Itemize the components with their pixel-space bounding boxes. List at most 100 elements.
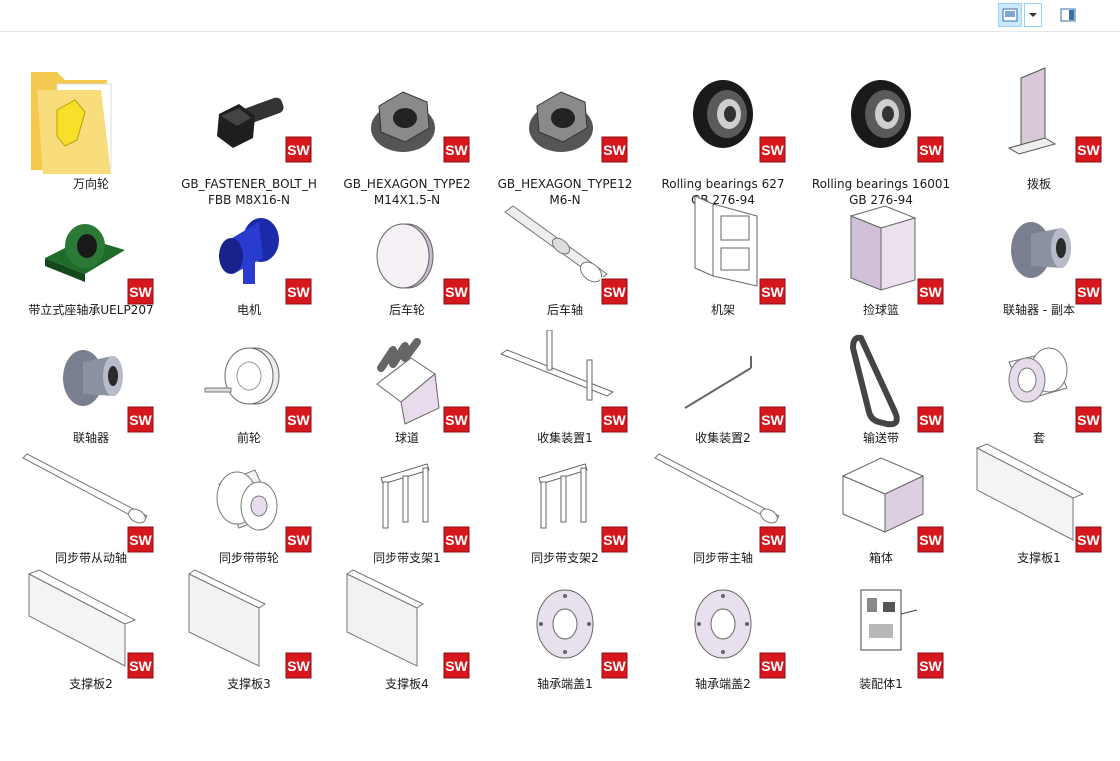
bolt-icon (171, 44, 327, 162)
solidworks-badge-icon: SW (915, 134, 945, 164)
long-shaft-icon (13, 434, 169, 552)
file-item[interactable]: SW 同步带支架2 (487, 434, 643, 584)
solidworks-badge-icon: SW (757, 276, 787, 306)
file-item[interactable]: SW 后车轮 (329, 186, 485, 336)
solidworks-badge-icon: SW (441, 650, 471, 680)
view-options-dropdown[interactable] (1024, 3, 1042, 27)
box-icon (803, 186, 959, 304)
file-name: 前轮 (236, 431, 261, 445)
file-name: 输送带 (862, 431, 899, 445)
file-item[interactable]: SW 支撑板3 (171, 560, 327, 710)
solidworks-badge-icon: SW (1073, 524, 1103, 554)
file-item[interactable]: SW 后车轴 (487, 186, 643, 336)
file-item[interactable]: SW 带立式座轴承UELP207 (13, 186, 169, 336)
panel-upright-icon (171, 560, 327, 678)
file-item[interactable]: SW 支撑板2 (13, 560, 169, 710)
file-item[interactable]: SW 箱体 (803, 434, 959, 584)
file-name: 轴承端盖2 (695, 677, 751, 691)
solidworks-badge-icon: SW (757, 650, 787, 680)
rod-icon (645, 314, 801, 432)
panel-icon (961, 434, 1117, 552)
solidworks-badge-icon: SW (915, 404, 945, 434)
file-name: 后车轮 (388, 303, 425, 317)
file-name-line2: M6-N (549, 193, 581, 207)
file-item[interactable]: SW 收集装置1 (487, 314, 643, 464)
file-item[interactable]: SW 前轮 (171, 314, 327, 464)
file-name: 同步带支架2 (531, 551, 599, 565)
disc-icon (329, 186, 485, 304)
file-name: 联轴器 (72, 431, 109, 445)
file-item[interactable]: SW 支撑板4 (329, 560, 485, 710)
solidworks-badge-icon: SW (441, 134, 471, 164)
solidworks-badge-icon: SW (915, 276, 945, 306)
wheel-icon (171, 314, 327, 432)
file-name: 收集装置2 (695, 431, 751, 445)
file-name: 支撑板4 (385, 677, 429, 691)
svg-text:SW: SW (287, 532, 310, 548)
file-item[interactable]: SW 捡球篮 (803, 186, 959, 336)
svg-text:SW: SW (129, 532, 152, 548)
solidworks-badge-icon: SW (441, 524, 471, 554)
bearing-icon (645, 44, 801, 162)
svg-text:SW: SW (761, 142, 784, 158)
file-item[interactable]: SW 输送带 (803, 314, 959, 464)
file-name: 联轴器 - 副本 (1003, 303, 1075, 317)
long-shaft-icon (645, 434, 801, 552)
file-item[interactable]: SW 拨板 (961, 44, 1117, 194)
svg-text:SW: SW (603, 532, 626, 548)
details-pane-button[interactable] (1056, 3, 1080, 27)
toolbar (0, 0, 1120, 32)
svg-text:SW: SW (761, 284, 784, 300)
svg-text:SW: SW (603, 142, 626, 158)
file-item[interactable]: SW 机架 (645, 186, 801, 336)
panel-upright-icon (329, 560, 485, 678)
file-item[interactable]: SW 轴承端盖1 (487, 560, 643, 710)
file-item[interactable]: SW 同步带从动轴 (13, 434, 169, 584)
file-item[interactable]: SW 联轴器 - 副本 (961, 186, 1117, 336)
svg-text:SW: SW (445, 658, 468, 674)
flange-icon (487, 560, 643, 678)
file-item[interactable]: SW 套 (961, 314, 1117, 464)
file-item[interactable]: SW 电机 (171, 186, 327, 336)
file-item[interactable]: SW 同步带主轴 (645, 434, 801, 584)
svg-text:SW: SW (919, 412, 942, 428)
file-item[interactable]: SW 支撑板1 (961, 434, 1117, 584)
file-name: Rolling bearings 627 (661, 177, 785, 191)
file-item[interactable]: SW 球道 (329, 314, 485, 464)
svg-text:SW: SW (603, 412, 626, 428)
file-name: 后车轴 (546, 303, 583, 317)
svg-text:SW: SW (129, 658, 152, 674)
file-item[interactable]: 万向轮 (13, 44, 169, 194)
file-item[interactable]: SW 收集装置2 (645, 314, 801, 464)
file-item[interactable]: SW 联轴器 (13, 314, 169, 464)
file-name: 机架 (710, 303, 735, 317)
solidworks-badge-icon: SW (757, 134, 787, 164)
file-name: 带立式座轴承UELP207 (28, 303, 154, 317)
file-item[interactable]: SW 同步带带轮 (171, 434, 327, 584)
belt-icon (803, 314, 959, 432)
solidworks-badge-icon: SW (757, 524, 787, 554)
svg-text:SW: SW (603, 658, 626, 674)
file-name: 同步带主轴 (692, 551, 753, 565)
solidworks-badge-icon: SW (599, 524, 629, 554)
preview-pane-view-button[interactable] (998, 3, 1022, 27)
file-name: 箱体 (868, 551, 893, 565)
file-name: GB_HEXAGON_TYPE2 (343, 177, 471, 191)
svg-text:SW: SW (1077, 532, 1100, 548)
file-item[interactable]: SW 同步带支架1 (329, 434, 485, 584)
file-name: 拨板 (1026, 177, 1051, 191)
file-item[interactable]: SW 装配体1 (803, 560, 959, 710)
solidworks-badge-icon: SW (441, 276, 471, 306)
solidworks-badge-icon: SW (915, 650, 945, 680)
file-item[interactable]: SW 轴承端盖2 (645, 560, 801, 710)
svg-text:SW: SW (129, 284, 152, 300)
solidworks-badge-icon: SW (283, 404, 313, 434)
pane-icon (1060, 8, 1076, 22)
file-name: 支撑板3 (227, 677, 271, 691)
svg-text:SW: SW (919, 142, 942, 158)
